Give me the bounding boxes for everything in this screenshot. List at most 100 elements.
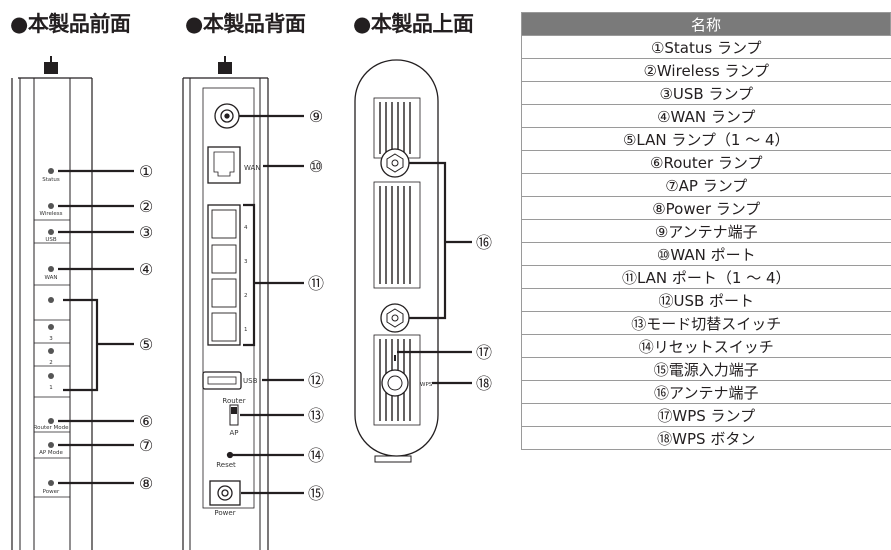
wan-led — [48, 266, 54, 272]
table-cell: ⑫USB ポート — [521, 288, 891, 312]
status-led — [48, 168, 54, 174]
wps-button-inner — [387, 375, 403, 391]
callout-16: ⑯ — [476, 233, 492, 252]
table-row: ⑰WPS ランプ — [521, 403, 891, 427]
vent-middle — [373, 181, 421, 289]
table-header-row: 名称 — [521, 12, 891, 36]
table-row: ⑧Power ランプ — [521, 196, 891, 220]
back-ports — [202, 103, 242, 506]
table-row: ⑱WPS ボタン — [521, 426, 891, 450]
table-row: ③USB ランプ — [521, 81, 891, 105]
lan-port-1 — [211, 312, 237, 342]
back-antenna-stub — [218, 62, 232, 74]
callout-12: ⑫ — [308, 371, 324, 390]
vent-bottom — [373, 334, 421, 426]
table-cell: ⑥Router ランプ — [521, 150, 891, 174]
wan-led-label: WAN — [44, 275, 57, 281]
front-heading: ●本製品前面 — [10, 12, 131, 36]
leader-16-bracket — [409, 161, 447, 320]
lan-port-2 — [211, 278, 237, 308]
reset-label: Reset — [216, 461, 236, 469]
table-cell: ⑤LAN ランプ（1 ～ 4） — [521, 127, 891, 151]
back-heading: ●本製品背面 — [185, 12, 306, 36]
leader-11-bracket — [243, 203, 256, 347]
front-view — [11, 56, 93, 550]
usb-port-label: USB — [243, 377, 258, 385]
antenna-connector-pin — [224, 113, 230, 119]
lan4-led — [48, 297, 54, 303]
table-cell: ⑮電源入力端子 — [521, 357, 891, 381]
callout-6: ⑥ — [139, 412, 153, 431]
table-row: ②Wireless ランプ — [521, 58, 891, 82]
table-row: ⑪LAN ポート（1 ～ 4） — [521, 265, 891, 289]
parts-table-container: 名称 ①Status ランプ ②Wireless ランプ ③USB ランプ ④W… — [521, 12, 891, 450]
callout-2: ② — [139, 197, 153, 216]
power-jack — [209, 480, 241, 506]
power-jack-ring — [217, 485, 233, 501]
table-cell: ③USB ランプ — [521, 81, 891, 105]
table-row: ⑨アンテナ端子 — [521, 219, 891, 243]
callout-9: ⑨ — [309, 107, 323, 126]
reset-button — [226, 451, 234, 459]
front-leaders — [58, 169, 134, 485]
table-cell: ⑰WPS ランプ — [521, 403, 891, 427]
table-cell: ⑩WAN ポート — [521, 242, 891, 266]
lan1-led — [48, 373, 54, 379]
switch-ap-label: AP — [229, 429, 238, 437]
table-cell: ⑧Power ランプ — [521, 196, 891, 220]
table-row: ⑯アンテナ端子 — [521, 380, 891, 404]
table-cell: ④WAN ランプ — [521, 104, 891, 128]
callout-1: ① — [139, 162, 153, 181]
table-row: ⑦AP ランプ — [521, 173, 891, 197]
lan-port-3 — [211, 244, 237, 274]
table-cell: ①Status ランプ — [521, 35, 891, 59]
top-antenna-pin-2 — [391, 314, 399, 322]
table-cell: ⑭リセットスイッチ — [521, 334, 891, 358]
callout-18: ⑱ — [476, 374, 492, 393]
table-row: ⑭リセットスイッチ — [521, 334, 891, 358]
lan-port-3-label: 3 — [244, 259, 248, 265]
lan-port-1-label: 1 — [244, 327, 248, 333]
top-view — [354, 59, 439, 463]
table-cell: ⑯アンテナ端子 — [521, 380, 891, 404]
back-labels: WAN 4 3 2 1 USB Router AP Reset Power — [214, 164, 260, 517]
callout-5: ⑤ — [139, 335, 153, 354]
lan3-led-label: 3 — [49, 336, 53, 342]
table-cell: ⑬モード切替スイッチ — [521, 311, 891, 335]
top-antenna-connector-1 — [380, 148, 410, 178]
back-leaders — [233, 114, 304, 495]
lan1-led-label: 1 — [49, 385, 53, 391]
table-row: ④WAN ランプ — [521, 104, 891, 128]
lan-port-block — [207, 204, 241, 346]
wireless-led-label: Wireless — [39, 211, 62, 217]
ap-led-label: AP Mode — [39, 450, 63, 456]
table-cell: ⑱WPS ボタン — [521, 426, 891, 450]
lan-port-4-label: 4 — [244, 225, 248, 231]
callout-15: ⑮ — [308, 484, 324, 503]
switch-router-label: Router — [222, 397, 245, 405]
top-antenna-pin-1 — [391, 159, 399, 167]
top-antenna-connector-2 — [380, 303, 410, 333]
wan-port-socket — [213, 151, 235, 177]
callout-numbers: ① ② ③ ④ ⑤ ⑥ ⑦ ⑧ ⑨ ⑩ ⑪ ⑫ ⑬ ⑭ ⑮ ⑯ ⑰ ⑱ — [139, 107, 492, 503]
callout-13: ⑬ — [308, 406, 324, 425]
callout-17: ⑰ — [476, 343, 492, 362]
front-leds — [48, 168, 54, 486]
lan2-led-label: 2 — [49, 360, 53, 366]
top-antenna-nut-1 — [386, 153, 404, 173]
top-body-outline — [354, 59, 439, 457]
table-cell: ②Wireless ランプ — [521, 58, 891, 82]
mode-switch — [229, 404, 239, 426]
callout-11: ⑪ — [308, 274, 324, 293]
lan-port-4 — [211, 209, 237, 239]
callout-8: ⑧ — [139, 474, 153, 493]
front-antenna-stub — [44, 62, 58, 74]
usb-led-label: USB — [45, 237, 57, 243]
power-led-label: Power — [43, 489, 60, 495]
power-jack-label: Power — [214, 509, 235, 517]
front-led-labels: Status Wireless USB WAN 3 2 1 Router Mod… — [34, 177, 70, 495]
lan-port-2-label: 2 — [244, 293, 248, 299]
antenna-connector-inner — [220, 109, 234, 123]
table-row: ⑮電源入力端子 — [521, 357, 891, 381]
top-foot — [374, 455, 412, 463]
